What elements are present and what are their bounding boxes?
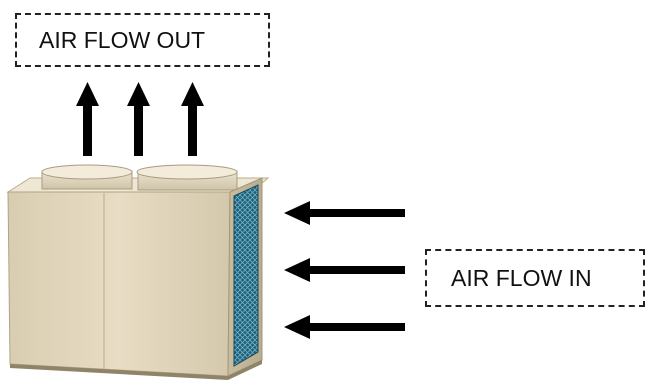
air-in-arrows bbox=[284, 201, 405, 339]
fan-housing-left bbox=[42, 165, 132, 189]
unit-front-panel bbox=[8, 192, 230, 376]
air-out-arrows bbox=[76, 82, 204, 156]
arrow-left-icon bbox=[284, 315, 405, 339]
arrow-up-icon bbox=[127, 82, 150, 156]
arrow-up-icon bbox=[76, 82, 99, 156]
air-flow-out-label-box: AIR FLOW OUT bbox=[15, 13, 270, 67]
arrow-left-icon bbox=[284, 258, 405, 282]
air-flow-in-label-box: AIR FLOW IN bbox=[425, 249, 645, 307]
air-flow-in-label: AIR FLOW IN bbox=[451, 265, 592, 292]
air-flow-out-label: AIR FLOW OUT bbox=[39, 27, 205, 54]
fan-housing-right bbox=[137, 165, 237, 190]
condenser-coil bbox=[234, 185, 258, 366]
heat-pump-unit bbox=[8, 165, 268, 380]
arrow-up-icon bbox=[181, 82, 204, 156]
arrow-left-icon bbox=[284, 201, 405, 225]
